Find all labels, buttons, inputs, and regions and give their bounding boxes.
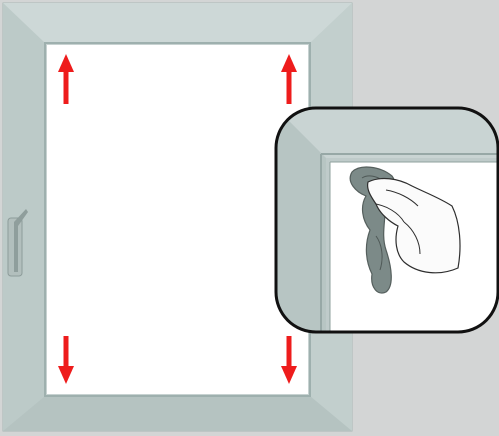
arrow-down-icon: [58, 336, 74, 384]
cloth-hand-icon: [349, 166, 461, 294]
window-handle-icon: [7, 209, 28, 277]
arrow-down-icon: [281, 336, 297, 384]
detail-inset: [274, 106, 499, 334]
arrow-up-icon: [281, 54, 297, 104]
glass-pane: [47, 45, 308, 394]
arrow-up-icon: [58, 54, 74, 104]
